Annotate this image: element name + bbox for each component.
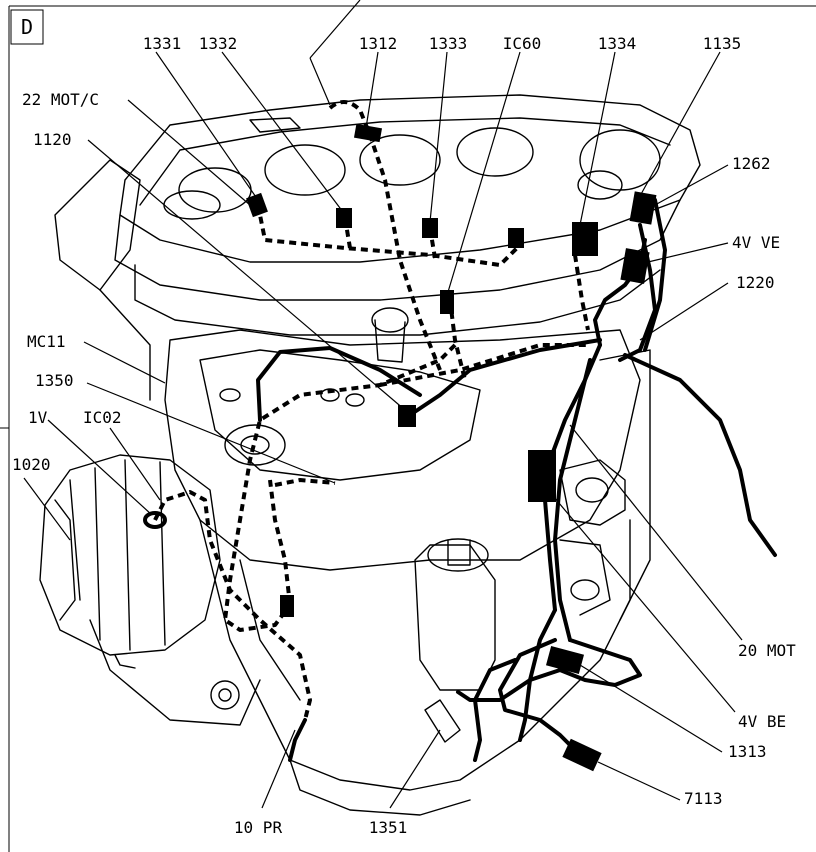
connectors bbox=[246, 123, 657, 772]
connector-1333 bbox=[422, 218, 438, 238]
label-1334: 1334 bbox=[598, 34, 637, 53]
label-1313: 1313 bbox=[728, 742, 767, 761]
label-1v: 1V bbox=[28, 408, 48, 427]
label-1351: 1351 bbox=[369, 818, 408, 837]
connector-ic60 bbox=[440, 290, 454, 314]
connector-1332 bbox=[336, 208, 352, 228]
label-1135: 1135 bbox=[703, 34, 742, 53]
grommet-icon bbox=[143, 511, 167, 529]
panel-tag-box bbox=[10, 9, 44, 45]
label-4v-be: 4V BE bbox=[738, 712, 786, 731]
label-1120: 1120 bbox=[33, 130, 72, 149]
connector-1313 bbox=[545, 645, 585, 675]
connector-right-cam bbox=[508, 228, 524, 248]
connector-1262 bbox=[629, 191, 657, 225]
label-ic60: IC60 bbox=[503, 34, 542, 53]
callout-labels: 1331 1332 1312 1333 IC60 1334 1135 22 MO… bbox=[12, 34, 796, 837]
label-1262: 1262 bbox=[732, 154, 771, 173]
connector-10pr bbox=[280, 595, 294, 617]
harness-dashed bbox=[153, 100, 590, 721]
connector-7113 bbox=[562, 738, 602, 772]
label-ic02: IC02 bbox=[83, 408, 122, 427]
diagram-frame: D bbox=[0, 5, 816, 852]
label-1333: 1333 bbox=[429, 34, 468, 53]
connector-1331 bbox=[246, 192, 268, 218]
label-mc11: MC11 bbox=[27, 332, 66, 351]
connector-1334 bbox=[572, 222, 598, 256]
connector-mid-block bbox=[398, 405, 416, 427]
label-1312: 1312 bbox=[359, 34, 398, 53]
label-7113: 7113 bbox=[684, 789, 723, 808]
label-20-mot: 20 MOT bbox=[738, 641, 796, 660]
label-1332: 1332 bbox=[199, 34, 238, 53]
label-1331: 1331 bbox=[143, 34, 182, 53]
engine-outline bbox=[39, 94, 701, 816]
panel-tag: D bbox=[21, 15, 33, 39]
label-1350: 1350 bbox=[35, 371, 74, 390]
label-1220: 1220 bbox=[736, 273, 775, 292]
label-1020: 1020 bbox=[12, 455, 51, 474]
label-22-mot-c: 22 MOT/C bbox=[22, 90, 99, 109]
leader-lines bbox=[23, 0, 743, 809]
harness-solid bbox=[256, 198, 777, 762]
label-10-pr: 10 PR bbox=[234, 818, 283, 837]
connector-4v-ve bbox=[620, 248, 650, 284]
connector-1312 bbox=[353, 123, 383, 143]
label-4v-ve: 4V VE bbox=[732, 233, 780, 252]
